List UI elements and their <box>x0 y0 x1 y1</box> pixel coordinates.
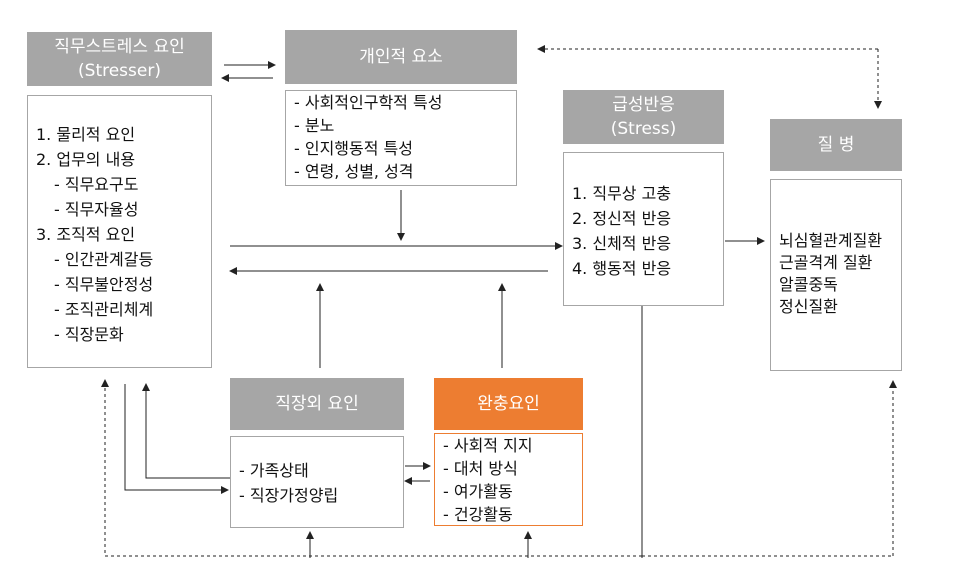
personal-title: 개인적 요소 <box>359 47 443 67</box>
stressor-item: - 직무불안정성 <box>54 275 154 294</box>
stressor-box: 1. 물리적 요인 2. 업무의 내용 - 직무요구도 - 직무자율성 3. 조… <box>27 95 212 368</box>
arrow-external-to-stressor <box>142 383 230 479</box>
disease-box: 뇌심혈관계질환 근골격계 질환 알콜중독 정신질환 <box>770 179 902 371</box>
personal-item: - 인지행동적 특성 <box>294 139 413 158</box>
external-header: 직장외 요인 <box>230 378 404 430</box>
buffer-item: - 건강활동 <box>443 505 513 524</box>
buffer-box: - 사회적 지지 - 대처 방식 - 여가활동 - 건강활동 <box>434 433 583 526</box>
external-box: - 가족상태 - 직장가정양립 <box>230 436 404 528</box>
acute-item: 1. 직무상 고충 <box>572 184 672 203</box>
personal-box: - 사회적인구학적 특성 - 분노 - 인지행동적 특성 - 연령, 성별, 성… <box>285 90 517 186</box>
disease-title: 질 병 <box>817 135 855 155</box>
stressor-item: 2. 업무의 내용 <box>36 150 136 169</box>
buffer-item: - 여가활동 <box>443 482 513 501</box>
personal-item: - 사회적인구학적 특성 <box>294 93 443 112</box>
external-item: - 가족상태 <box>239 461 309 480</box>
disease-item: 뇌심혈관계질환 <box>779 231 883 250</box>
stressor-subtitle: (Stresser) <box>78 61 161 81</box>
disease-item: 정신질환 <box>779 297 838 316</box>
arrow-stressor-to-external <box>124 384 229 494</box>
personal-header: 개인적 요소 <box>285 30 517 84</box>
external-item: - 직장가정양립 <box>239 486 339 505</box>
stressor-header: 직무스트레스 요인 (Stresser) <box>27 32 212 86</box>
stressor-item: - 인간관계갈등 <box>54 250 154 269</box>
buffer-item: - 대처 방식 <box>443 459 518 478</box>
stressor-item: 3. 조직적 요인 <box>36 225 136 244</box>
stressor-item: - 직무요구도 <box>54 175 139 194</box>
disease-header: 질 병 <box>770 119 902 171</box>
personal-item: - 연령, 성별, 성격 <box>294 162 414 181</box>
acute-subtitle: (Stress) <box>610 119 677 139</box>
disease-item: 알콜중독 <box>779 275 838 294</box>
external-title: 직장외 요인 <box>275 394 359 414</box>
stressor-title: 직무스트레스 요인 <box>54 37 185 57</box>
buffer-item: - 사회적 지지 <box>443 436 533 455</box>
acute-title: 급성반응 <box>612 95 675 115</box>
stressor-item: - 직장문화 <box>54 325 124 344</box>
buffer-title: 완충요인 <box>477 394 540 414</box>
buffer-header: 완충요인 <box>434 378 583 430</box>
acute-box: 1. 직무상 고충 2. 정신적 반응 3. 신체적 반응 4. 행동적 반응 <box>563 152 724 306</box>
acute-item: 3. 신체적 반응 <box>572 234 672 253</box>
acute-item: 2. 정신적 반응 <box>572 209 672 228</box>
stressor-item: - 직무자율성 <box>54 200 139 219</box>
acute-item: 4. 행동적 반응 <box>572 259 672 278</box>
acute-header: 급성반응 (Stress) <box>563 90 724 144</box>
personal-item: - 분노 <box>294 116 335 135</box>
stressor-item: - 조직관리체계 <box>54 300 154 319</box>
dashed-arrow-to-stressor <box>101 379 642 557</box>
stressor-item: 1. 물리적 요인 <box>36 125 136 144</box>
disease-item: 근골격계 질환 <box>779 253 873 272</box>
